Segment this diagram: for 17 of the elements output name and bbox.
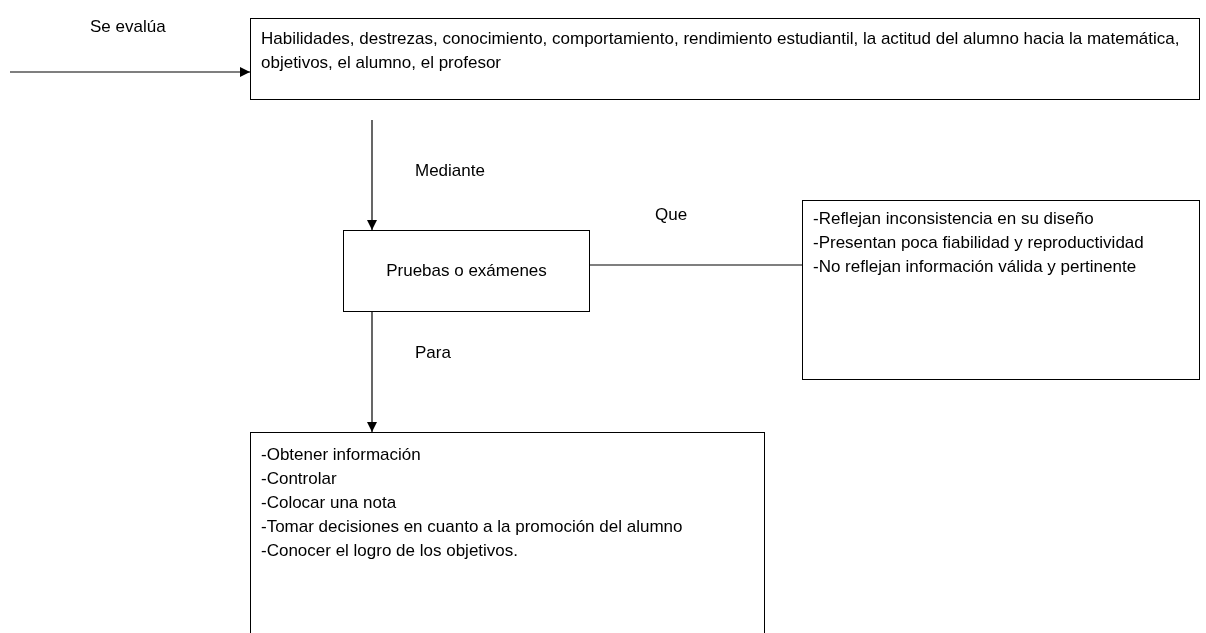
arrow	[367, 311, 377, 433]
box-text: Habilidades, destrezas, conocimiento, comportamiento, rendimiento estudiantil, la actitud del alumno hacia la matemática, objetivos, el alumno, el profesor	[261, 28, 1181, 74]
arrow	[9, 67, 251, 77]
box-text: -Controlar	[261, 468, 338, 490]
box-text: -Reflejan inconsistencia en su diseño	[813, 208, 1095, 230]
arrow	[367, 119, 377, 231]
box-text: -Colocar una nota	[261, 492, 398, 514]
box-text: -Tomar decisiones en cuanto a la promoción del alumno	[261, 516, 684, 538]
box-text: -Conocer el logro de los objetivos.	[261, 540, 520, 562]
text-box	[250, 432, 765, 633]
box-text: Pruebas o exámenes	[386, 260, 547, 283]
box-text: -Obtener información	[261, 444, 422, 466]
box-text: -Presentan poca fiabilidad y reproductividad	[813, 232, 1145, 254]
text-box	[802, 200, 1200, 380]
text-box	[343, 230, 590, 312]
box-text: -No reflejan información válida y pertinente	[813, 256, 1138, 278]
text-box	[250, 18, 1200, 100]
